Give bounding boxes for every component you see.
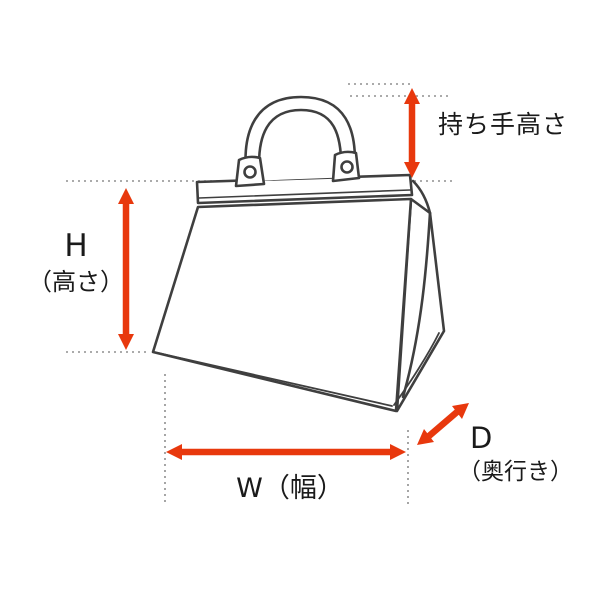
bag-illustration xyxy=(151,95,446,413)
width-arrow-head-left xyxy=(166,444,182,460)
depth-letter: D xyxy=(470,421,493,455)
handle-height-arrow-head-bottom xyxy=(404,162,420,178)
handle-height-arrow-head-top xyxy=(404,88,420,104)
bag-rivet-left xyxy=(243,165,257,179)
depth-arrow-line xyxy=(426,409,460,439)
width-label: W（幅） xyxy=(236,473,344,504)
depth-arrow-head-upper xyxy=(452,403,469,419)
bag-bottom-right-piping-line xyxy=(393,332,440,406)
depth-arrow xyxy=(417,403,469,445)
width-arrow-head-right xyxy=(390,444,406,460)
height-arrow-head-bottom xyxy=(118,334,134,350)
depth-arrow-head-lower xyxy=(417,429,434,445)
depth-label: D （奥行き） xyxy=(458,421,580,486)
handle-height-arrow xyxy=(404,88,420,178)
height-label: H （高さ） xyxy=(16,228,136,297)
bag-handle-inner xyxy=(257,108,343,183)
height-letter: H xyxy=(64,228,88,264)
bag-back-corner-line xyxy=(411,179,432,215)
depth-suffix: （奥行き） xyxy=(458,458,573,485)
height-arrow-head-top xyxy=(118,188,134,204)
height-suffix: （高さ） xyxy=(28,268,124,297)
handle-height-label: 持ち手高さ xyxy=(438,110,569,139)
bag-frame-inner-line xyxy=(198,189,411,199)
width-arrow xyxy=(166,444,406,460)
height-arrow xyxy=(118,188,134,350)
bag-frame xyxy=(195,173,414,205)
bag-bottom-piping-line xyxy=(157,352,393,407)
bag-side-fold-line xyxy=(401,211,432,399)
bag-front-panel xyxy=(151,197,413,413)
bag-rivet-right xyxy=(340,160,354,174)
